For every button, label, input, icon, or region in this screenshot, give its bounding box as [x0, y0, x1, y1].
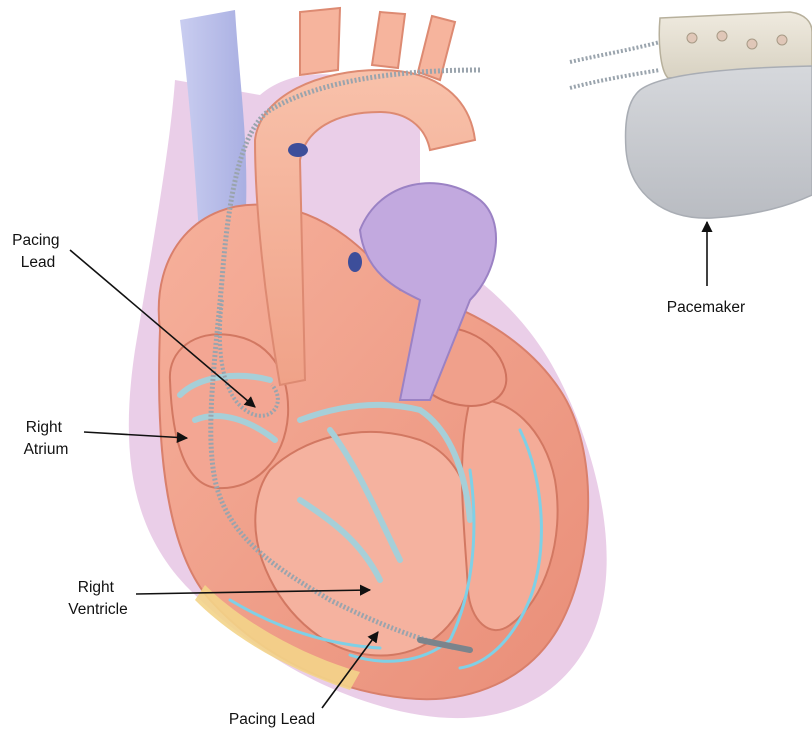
- header-port: [747, 39, 757, 49]
- heart-illustration: [129, 8, 607, 718]
- label-pacing-lead-top: Pacing Lead: [12, 232, 64, 271]
- header-port: [717, 31, 727, 41]
- pacemaker-can: [626, 66, 812, 218]
- brachiocephalic-artery: [300, 8, 340, 75]
- vessel-opening: [348, 252, 362, 272]
- label-pacemaker: Pacemaker: [667, 299, 745, 316]
- pacemaker-lead-wires: [570, 42, 660, 88]
- left-common-carotid: [372, 12, 405, 68]
- header-port: [777, 35, 787, 45]
- label-pacing-lead-bottom: Pacing Lead: [229, 711, 315, 728]
- header-port: [687, 33, 697, 43]
- label-right-atrium: Right Atrium: [24, 419, 69, 458]
- pacemaker-device: [570, 12, 812, 218]
- label-right-ventricle: Right Ventricle: [68, 579, 127, 618]
- vessel-opening: [288, 143, 308, 157]
